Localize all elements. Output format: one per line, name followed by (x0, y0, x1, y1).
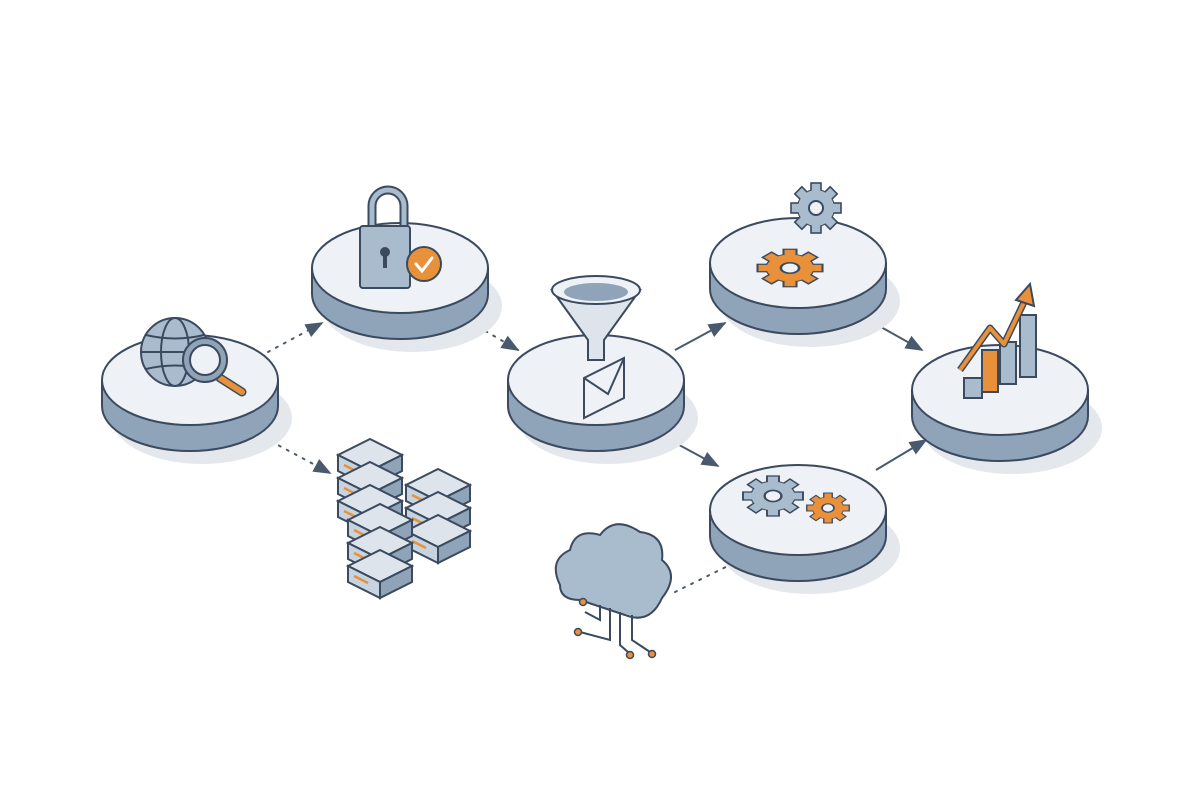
padlock-check-icon (359, 185, 442, 289)
connector-bottom-analytics (875, 439, 928, 471)
node-security (311, 185, 503, 353)
server-stack-icon (336, 437, 472, 600)
bar-chart-trend-icon (957, 281, 1037, 399)
connector-filter-processing-top (674, 322, 727, 351)
connector-search-storage (262, 436, 332, 474)
node-processing-top (709, 182, 901, 348)
connector-search-security (267, 322, 324, 353)
node-web-search (101, 317, 293, 465)
cloud-circuit-icon (554, 523, 672, 660)
connectors (262, 321, 928, 593)
node-processing-bottom (709, 464, 901, 595)
funnel-envelope-icon (550, 275, 642, 420)
connector-cloud-processing (674, 561, 737, 593)
globe-magnifier-icon (140, 317, 247, 397)
node-analytics (911, 281, 1103, 475)
node-filter (507, 275, 699, 465)
